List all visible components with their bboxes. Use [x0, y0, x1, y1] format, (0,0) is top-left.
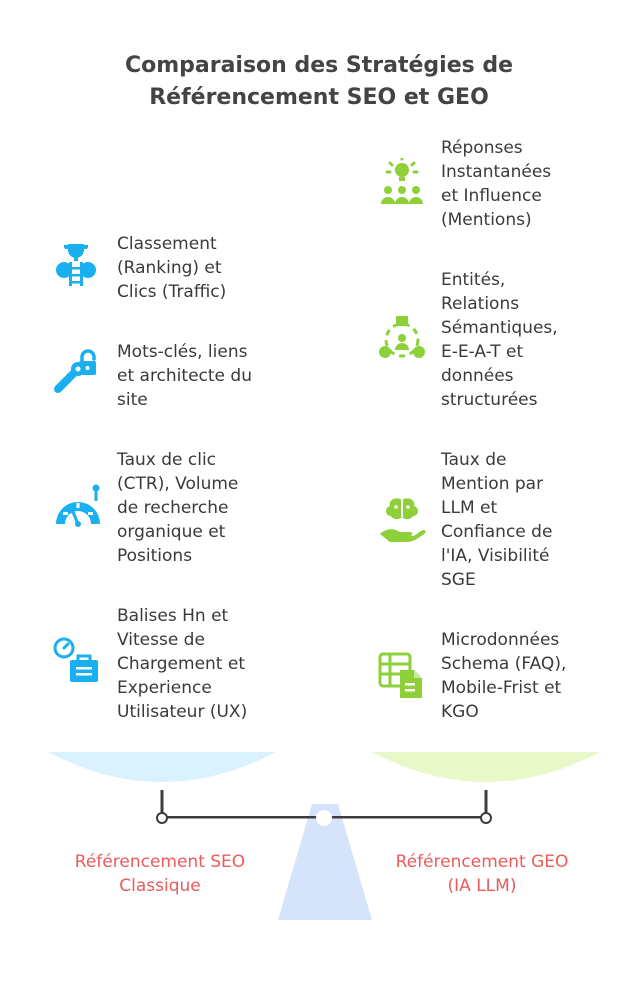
title-line-2: Référencement SEO et GEO — [149, 85, 489, 110]
seo-item-ctr: Taux de clic (CTR), Volume de recherche … — [52, 448, 292, 568]
seo-scale-label-line-1: Référencement SEO — [74, 852, 246, 872]
geo-item-entities-text: Entités, Relations Sémantiques, E-E-A-T … — [441, 270, 558, 410]
geo-scale-label-line-1: Référencement GEO — [395, 852, 569, 872]
trophy-ladder-icon — [52, 240, 100, 288]
geo-item-schema-text: Microdonnées Schema (FAQ), Mobile-Frist … — [441, 630, 567, 722]
seo-scale-label: Référencement SEO Classique — [30, 850, 290, 898]
geo-pan-rod — [484, 790, 488, 814]
seo-scale-label-line-2: Classique — [119, 876, 201, 896]
speedometer-icon — [52, 482, 100, 530]
seo-scale-pan — [48, 752, 276, 782]
pivot-circle — [316, 810, 332, 826]
scale-fulcrum — [278, 804, 372, 920]
idea-group-icon — [376, 158, 424, 206]
seo-item-markup: Balises Hn et Vitesse de Chargement et E… — [52, 604, 292, 724]
geo-scale-label: Référencement GEO (IA LLM) — [352, 850, 612, 898]
beam-left-joint — [156, 812, 168, 824]
geo-item-answers: Réponses Instantanées et Influence (Ment… — [376, 136, 616, 232]
seo-item-keywords-text: Mots-clés, liens et architecte du site — [117, 342, 252, 410]
seo-item-ctr-text: Taux de clic (CTR), Volume de recherche … — [117, 450, 239, 566]
geo-item-entities: Entités, Relations Sémantiques, E-E-A-T … — [376, 268, 616, 412]
seo-item-markup-text: Balises Hn et Vitesse de Chargement et E… — [117, 606, 248, 722]
geo-scale-pan — [372, 752, 600, 782]
entity-network-icon — [376, 314, 425, 362]
seo-item-ranking: Classement (Ranking) et Clics (Traffic) — [52, 232, 292, 304]
diagram-title: Comparaison des Stratégies de Référencem… — [0, 50, 638, 114]
seo-item-ranking-text: Classement (Ranking) et Clics (Traffic) — [117, 234, 227, 302]
geo-item-mentions-text: Taux de Mention par LLM et Confiance de … — [441, 450, 553, 590]
stopwatch-briefcase-icon — [52, 636, 100, 684]
title-line-1: Comparaison des Stratégies de — [124, 53, 514, 78]
geo-scale-label-line-2: (IA LLM) — [447, 876, 517, 896]
key-unlock-icon — [52, 349, 100, 397]
geo-item-schema: Microdonnées Schema (FAQ), Mobile-Frist … — [376, 628, 616, 724]
geo-item-answers-text: Réponses Instantanées et Influence (Ment… — [441, 138, 552, 230]
geo-item-mentions: Taux de Mention par LLM et Confiance de … — [376, 448, 616, 592]
seo-item-keywords: Mots-clés, liens et architecte du site — [52, 340, 292, 412]
beam-right-joint — [480, 812, 492, 824]
seo-pan-rod — [160, 790, 164, 814]
brain-hand-icon — [376, 494, 426, 542]
schema-document-icon — [376, 650, 424, 698]
